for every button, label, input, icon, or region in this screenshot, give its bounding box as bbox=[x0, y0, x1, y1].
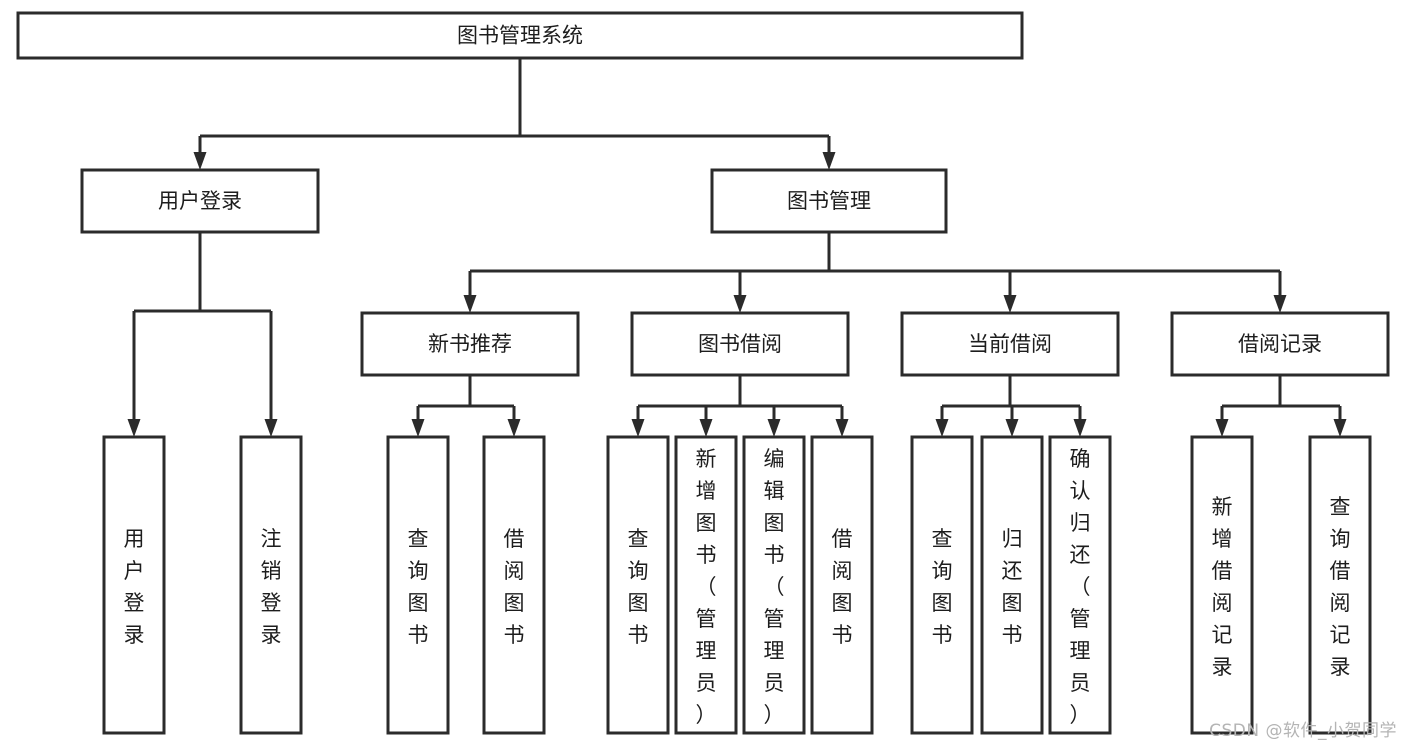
level3-node-2-label: 当前借阅 bbox=[968, 332, 1052, 356]
leaf-node-9-box[interactable] bbox=[980, 435, 1044, 735]
arrow-head-icon bbox=[127, 419, 141, 437]
leaf-node-7[interactable]: 借阅图书 bbox=[810, 435, 874, 735]
arrow-head-icon bbox=[822, 152, 836, 170]
arrow-head-icon bbox=[1003, 295, 1017, 313]
arrow-head-icon bbox=[193, 152, 207, 170]
leaf-node-11-label: 新增借阅记录 bbox=[1212, 495, 1233, 679]
leaf-node-0-box[interactable] bbox=[102, 435, 166, 735]
root-node-book-management-system[interactable]: 图书管理系统 bbox=[16, 11, 1024, 60]
leaf-node-2-box[interactable] bbox=[386, 435, 450, 735]
leaf-node-0[interactable]: 用户登录 bbox=[102, 435, 166, 735]
leaf-node-1-box[interactable] bbox=[239, 435, 303, 735]
leaf-node-9[interactable]: 归还图书 bbox=[980, 435, 1044, 735]
level2-node-1[interactable]: 图书管理 bbox=[710, 168, 948, 234]
leaf-node-10[interactable]: 确认归还（管理员） bbox=[1048, 435, 1112, 735]
leaf-node-5-label: 新增图书（管理员） bbox=[696, 447, 717, 727]
leaf-node-11-box[interactable] bbox=[1190, 435, 1254, 735]
leaf-node-7-label: 借阅图书 bbox=[832, 527, 853, 647]
level3-node-0-label: 新书推荐 bbox=[428, 332, 512, 356]
leaf-node-7-box[interactable] bbox=[810, 435, 874, 735]
leaf-node-2-label: 查询图书 bbox=[408, 527, 429, 647]
level3-node-1[interactable]: 图书借阅 bbox=[630, 311, 850, 377]
leaf-node-3-label: 借阅图书 bbox=[504, 527, 525, 647]
leaf-node-10-box[interactable] bbox=[1048, 435, 1112, 735]
arrow-head-icon bbox=[1215, 419, 1229, 437]
root-node-book-management-system-label: 图书管理系统 bbox=[457, 24, 583, 48]
node-layer: 图书管理系统用户登录图书管理新书推荐图书借阅当前借阅借阅记录用户登录注销登录查询… bbox=[16, 11, 1390, 735]
arrow-head-icon bbox=[733, 295, 747, 313]
arrow-head-icon bbox=[411, 419, 425, 437]
leaf-node-5-box[interactable] bbox=[674, 435, 738, 735]
arrow-head-icon bbox=[699, 419, 713, 437]
arrow-head-icon bbox=[1333, 419, 1347, 437]
level3-node-2[interactable]: 当前借阅 bbox=[900, 311, 1120, 377]
leaf-node-5[interactable]: 新增图书（管理员） bbox=[674, 435, 738, 735]
level3-node-2-box[interactable] bbox=[900, 311, 1120, 377]
arrow-head-icon bbox=[631, 419, 645, 437]
leaf-node-3-box[interactable] bbox=[482, 435, 546, 735]
leaf-node-12-label: 查询借阅记录 bbox=[1330, 495, 1351, 679]
leaf-node-8-box[interactable] bbox=[910, 435, 974, 735]
leaf-node-0-label: 用户登录 bbox=[124, 527, 145, 647]
leaf-node-9-label: 归还图书 bbox=[1002, 527, 1023, 647]
level2-node-0-label: 用户登录 bbox=[158, 189, 242, 213]
leaf-node-6[interactable]: 编辑图书（管理员） bbox=[742, 435, 806, 735]
level2-node-1-label: 图书管理 bbox=[787, 189, 871, 213]
level3-node-1-label: 图书借阅 bbox=[698, 332, 782, 356]
level3-node-0[interactable]: 新书推荐 bbox=[360, 311, 580, 377]
connector-layer bbox=[127, 58, 1347, 437]
arrow-head-icon bbox=[507, 419, 521, 437]
arrow-head-icon bbox=[935, 419, 949, 437]
level2-node-0[interactable]: 用户登录 bbox=[80, 168, 320, 234]
arrow-head-icon bbox=[1073, 419, 1087, 437]
leaf-node-4-box[interactable] bbox=[606, 435, 670, 735]
leaf-node-8-label: 查询图书 bbox=[932, 527, 953, 647]
leaf-node-6-label: 编辑图书（管理员） bbox=[764, 447, 785, 727]
root-node-book-management-system-box[interactable] bbox=[16, 11, 1024, 60]
leaf-node-11[interactable]: 新增借阅记录 bbox=[1190, 435, 1254, 735]
leaf-node-6-box[interactable] bbox=[742, 435, 806, 735]
level3-node-3-label: 借阅记录 bbox=[1238, 332, 1322, 356]
leaf-node-8[interactable]: 查询图书 bbox=[910, 435, 974, 735]
level3-node-0-box[interactable] bbox=[360, 311, 580, 377]
level3-node-3[interactable]: 借阅记录 bbox=[1170, 311, 1390, 377]
arrow-head-icon bbox=[767, 419, 781, 437]
arrow-head-icon bbox=[1273, 295, 1287, 313]
leaf-node-4-label: 查询图书 bbox=[628, 527, 649, 647]
leaf-node-3[interactable]: 借阅图书 bbox=[482, 435, 546, 735]
leaf-node-12[interactable]: 查询借阅记录 bbox=[1308, 435, 1372, 735]
arrow-head-icon bbox=[835, 419, 849, 437]
leaf-node-4[interactable]: 查询图书 bbox=[606, 435, 670, 735]
arrow-head-icon bbox=[1005, 419, 1019, 437]
leaf-node-1-label: 注销登录 bbox=[261, 527, 282, 647]
level3-node-1-box[interactable] bbox=[630, 311, 850, 377]
level2-node-0-box[interactable] bbox=[80, 168, 320, 234]
leaf-node-2[interactable]: 查询图书 bbox=[386, 435, 450, 735]
arrow-head-icon bbox=[264, 419, 278, 437]
leaf-node-12-box[interactable] bbox=[1308, 435, 1372, 735]
level3-node-3-box[interactable] bbox=[1170, 311, 1390, 377]
arrow-head-icon bbox=[463, 295, 477, 313]
leaf-node-10-label: 确认归还（管理员） bbox=[1070, 447, 1091, 727]
level2-node-1-box[interactable] bbox=[710, 168, 948, 234]
leaf-node-1[interactable]: 注销登录 bbox=[239, 435, 303, 735]
